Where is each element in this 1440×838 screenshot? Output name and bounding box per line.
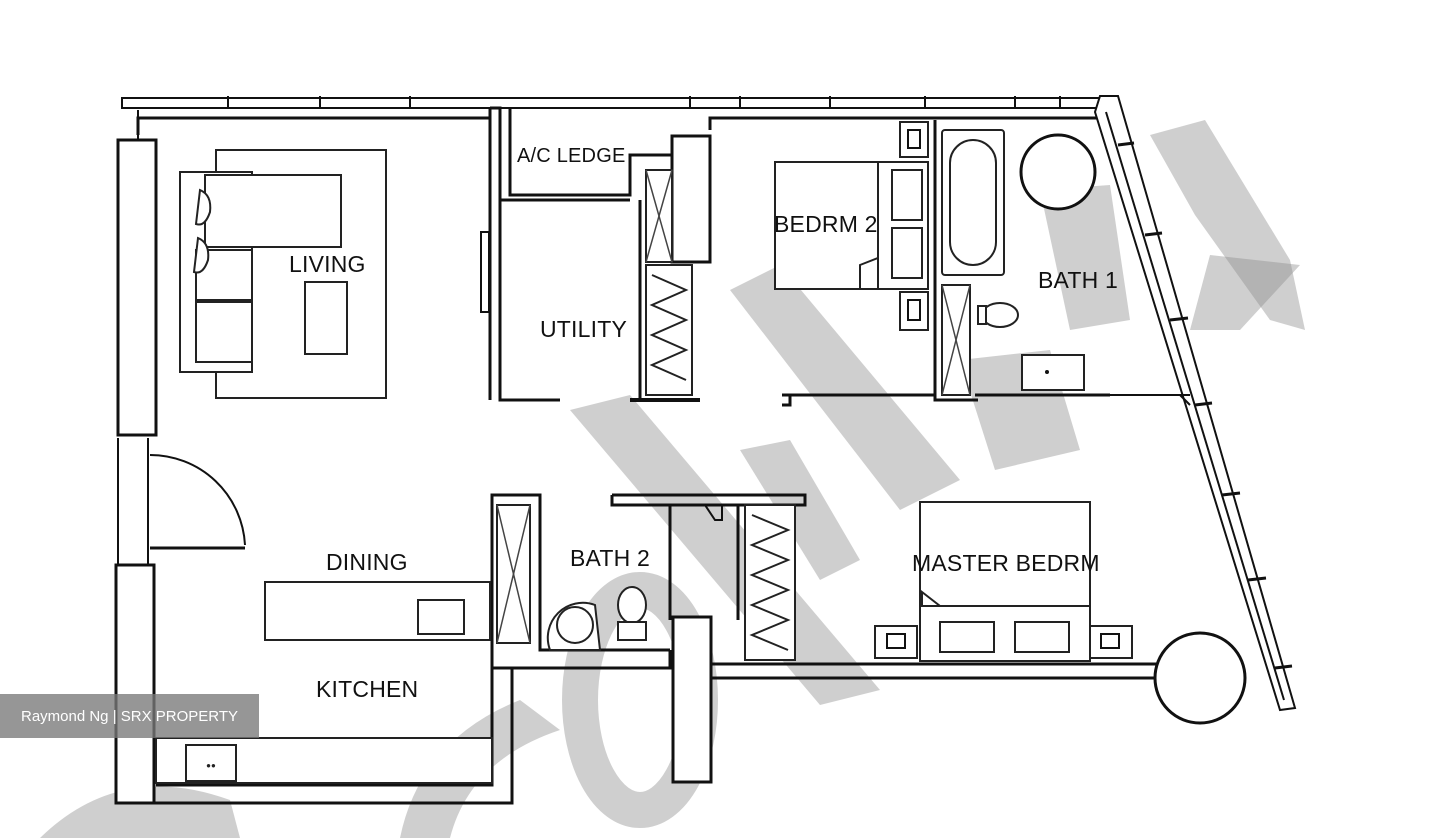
label-dining: DINING	[326, 549, 408, 575]
credit-text: Raymond Ng | SRX PROPERTY	[20, 707, 239, 725]
furniture: ●●	[155, 121, 1133, 784]
interior-walls	[480, 106, 1191, 784]
label-kitchen: KITCHEN	[316, 676, 418, 702]
photo-credit-badge: Raymond Ng | SRX PROPERTY	[0, 694, 259, 738]
label-bedroom-2: BEDRM 2	[774, 211, 878, 237]
label-bath-2: BATH 2	[570, 545, 650, 571]
label-living: LIVING	[289, 251, 366, 277]
room-labels: A/C LEDGE LIVING UTILITY BEDRM 2 BATH 1 …	[289, 145, 1118, 702]
label-master-bedroom: MASTER BEDRM	[912, 550, 1100, 576]
outer-walls	[114, 95, 1297, 805]
label-bath-1: BATH 1	[1038, 267, 1118, 293]
label-utility: UTILITY	[540, 316, 627, 342]
label-ac-ledge: A/C LEDGE	[517, 145, 626, 167]
svg-text:●●: ●●	[206, 761, 216, 770]
